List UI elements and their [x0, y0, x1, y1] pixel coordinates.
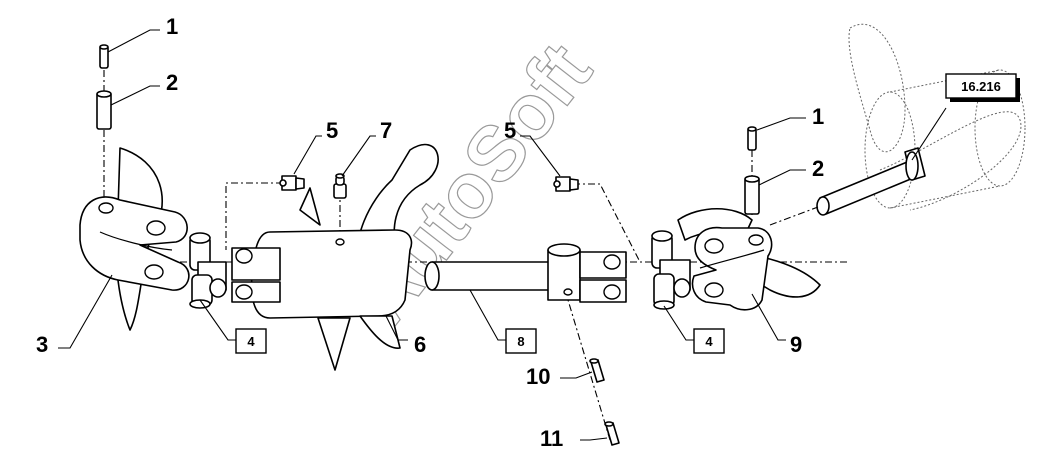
part-5-grease-nipple-right [553, 176, 579, 192]
part-1-pin-right [747, 126, 757, 151]
box-label-4-right-text: 4 [705, 334, 713, 349]
box-label-4-right: 4 [693, 328, 725, 354]
callout-11: 11 [540, 426, 563, 451]
callout-6: 6 [414, 332, 426, 357]
callout-1-left: 1 [166, 14, 178, 39]
callout-1-right: 1 [812, 104, 824, 129]
box-label-4-left-text: 4 [247, 334, 255, 349]
part-10-pin [589, 358, 605, 383]
part-4-cross-journal-left [189, 232, 227, 309]
right-drive-shaft [816, 147, 926, 216]
part-7-grease-nipple [333, 173, 347, 199]
part-4-cross-journal-right [651, 230, 691, 310]
box-label-4-left: 4 [235, 328, 267, 354]
callout-7: 7 [380, 118, 392, 143]
part-2-bushing-right [744, 175, 760, 215]
callout-5-right: 5 [504, 118, 516, 143]
part-1-pin-left [99, 44, 109, 69]
part-11-pin [604, 421, 620, 446]
leader-lines [58, 29, 947, 441]
reference-box-text: 16.216 [961, 79, 1001, 94]
callout-3: 3 [36, 332, 48, 357]
callout-9: 9 [790, 332, 802, 357]
callout-2-right: 2 [812, 156, 824, 181]
part-5-grease-nipple-left [279, 175, 305, 191]
part-9-right-yoke-blade [677, 207, 821, 311]
callout-2-left: 2 [166, 70, 178, 95]
part-8-center-shaft [424, 243, 627, 303]
box-label-8-text: 8 [517, 334, 524, 349]
part-3-left-yoke-blade [79, 147, 190, 331]
callout-5-left: 5 [326, 118, 338, 143]
box-label-8: 8 [505, 328, 537, 354]
part-2-bushing-left [96, 90, 112, 130]
part-6-auger-flight [231, 143, 439, 371]
reference-box-16-216: 16.216 [945, 73, 1020, 102]
callout-10: 10 [526, 364, 550, 389]
